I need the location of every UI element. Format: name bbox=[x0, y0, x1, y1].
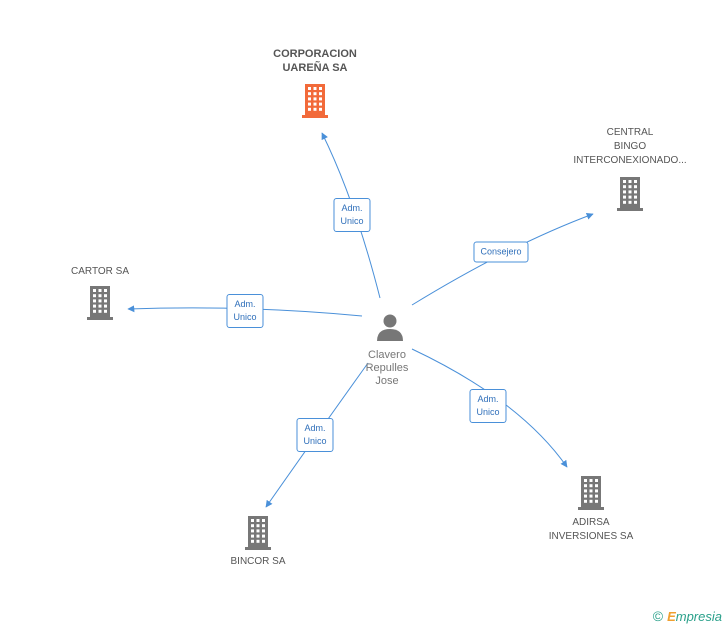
edge-label-adirsa[interactable]: Adm. Unico bbox=[469, 389, 507, 423]
company-label-adirsa: ADIRSA INVERSIONES SA bbox=[549, 516, 633, 544]
edge-label-central[interactable]: Consejero bbox=[473, 241, 529, 263]
building-icon[interactable] bbox=[87, 286, 113, 320]
person-label-line: Clavero bbox=[368, 349, 406, 361]
building-icon[interactable] bbox=[617, 177, 643, 211]
building-icon[interactable] bbox=[578, 476, 604, 510]
edge-label-cartor[interactable]: Adm. Unico bbox=[226, 294, 264, 328]
edge-label-line: Adm. bbox=[304, 423, 326, 433]
company-label-central: CENTRAL BINGO INTERCONEXIONADO... bbox=[573, 126, 686, 168]
building-icon[interactable] bbox=[245, 516, 271, 550]
company-label-cartor-line: CARTOR SA bbox=[71, 266, 129, 277]
edge-label-line: Adm. bbox=[341, 203, 363, 213]
edge-label-line: Unico bbox=[476, 407, 500, 417]
person-label-line: Repulles bbox=[365, 362, 409, 374]
edge-label-line: Unico bbox=[233, 312, 257, 322]
company-label-adirsa-line: ADIRSA bbox=[572, 517, 610, 528]
edge-label-line: Unico bbox=[303, 436, 327, 446]
company-label-corporacion-line: UAREÑA SA bbox=[282, 62, 348, 74]
company-label-bincor-line: BINCOR SA bbox=[230, 556, 286, 567]
company-label-adirsa-line: INVERSIONES SA bbox=[548, 531, 634, 542]
company-label-bincor: BINCOR SA bbox=[230, 555, 285, 569]
company-label-corporacion: CORPORACION UAREÑA SA bbox=[273, 47, 357, 75]
person-icon[interactable] bbox=[377, 314, 403, 342]
edge-label-line: Consejero bbox=[480, 246, 522, 257]
company-label-cartor: CARTOR SA bbox=[71, 265, 129, 279]
person-label-line: Jose bbox=[375, 375, 399, 387]
edge-label-bincor[interactable]: Adm. Unico bbox=[296, 418, 334, 452]
company-label-central-line: CENTRAL bbox=[606, 127, 654, 138]
edge-label-corporacion[interactable]: Adm. Unico bbox=[333, 198, 371, 232]
brand-logo[interactable]: Empresia bbox=[667, 608, 722, 624]
footer-brand: © Empresia bbox=[653, 608, 722, 624]
company-label-corporacion-line: CORPORACION bbox=[273, 48, 357, 60]
building-icon[interactable] bbox=[302, 84, 328, 118]
company-label-central-line: BINGO bbox=[613, 141, 647, 152]
edge-label-line: Unico bbox=[340, 216, 364, 226]
company-label-central-line: INTERCONEXIONADO... bbox=[573, 155, 687, 166]
edge-label-line: Adm. bbox=[477, 394, 499, 404]
edge-label-line: Adm. bbox=[234, 299, 256, 309]
copyright-icon: © bbox=[652, 608, 664, 624]
